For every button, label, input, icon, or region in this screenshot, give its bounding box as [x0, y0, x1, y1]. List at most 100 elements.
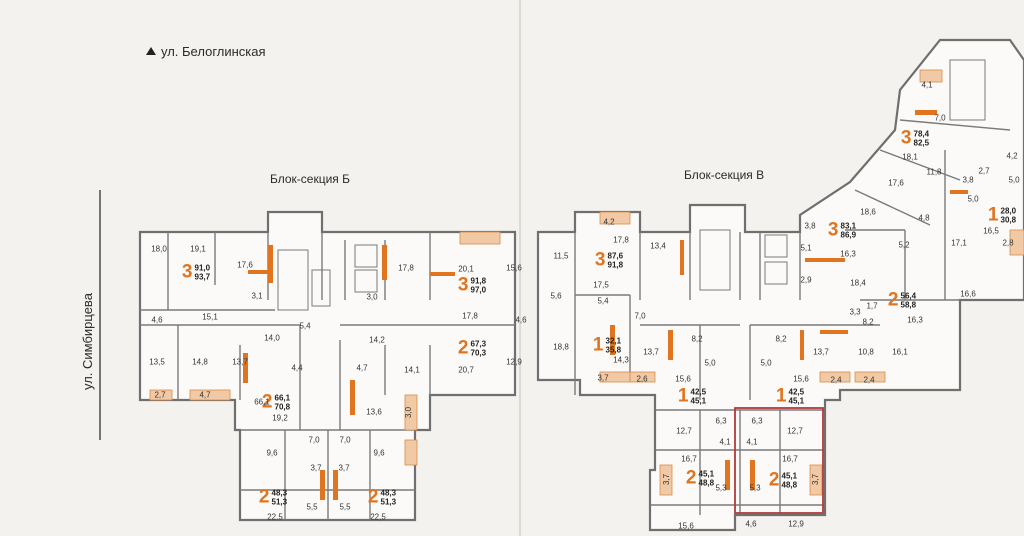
room-area: 3,8	[962, 175, 974, 185]
room-area: 4,7	[356, 363, 368, 373]
room-area: 7,0	[339, 435, 351, 445]
apartment-rooms: 3	[900, 127, 912, 149]
room-area: 5,3	[715, 483, 727, 493]
apartment-area: 91,8	[470, 276, 487, 285]
apartment-area: 45,1	[781, 471, 798, 480]
room-area: 5,5	[306, 502, 318, 512]
apartment-area-full: 70,8	[274, 402, 291, 411]
room-area: 18,6	[860, 207, 876, 217]
apartment-area-full: 30,8	[1000, 215, 1017, 224]
room-area: 3,0	[366, 292, 378, 302]
apartment-rooms: 1	[775, 385, 787, 407]
apartment-area-full: 86,9	[840, 230, 857, 239]
room-area: 5,4	[299, 321, 311, 331]
apartment-rooms: 1	[987, 204, 999, 226]
room-area: 16,1	[892, 347, 908, 357]
room-area: 6,3	[715, 416, 727, 426]
apartment-rooms: 2	[887, 289, 899, 311]
room-area: 4,6	[151, 315, 163, 325]
apartment-area-full: 48,8	[698, 478, 715, 487]
room-area: 5,3	[749, 483, 761, 493]
apartment-rooms: 1	[592, 334, 604, 356]
room-area: 13,5	[149, 357, 165, 367]
room-area: 16,7	[681, 454, 697, 464]
apartment-rooms: 3	[181, 261, 193, 283]
apartment-area: 91,0	[194, 263, 211, 272]
room-area: 16,3	[840, 249, 856, 259]
room-area: 14,0	[264, 333, 280, 343]
apartment-area: 67,3	[470, 339, 487, 348]
room-area: 14,8	[192, 357, 208, 367]
room-area: 13,7	[813, 347, 829, 357]
street-label-west: ул. Симбирцева	[80, 293, 95, 390]
apartment-rooms: 2	[367, 486, 379, 508]
room-area: 8,2	[775, 334, 787, 344]
room-area: 17,8	[613, 235, 629, 245]
room-area: 4,1	[921, 80, 933, 90]
room-area: 17,6	[237, 260, 253, 270]
room-area: 4,2	[1006, 151, 1018, 161]
room-area: 9,6	[373, 448, 385, 458]
apartment-area: 87,6	[607, 251, 624, 260]
north-arrow-icon	[146, 47, 156, 55]
room-area: 2,4	[863, 375, 875, 385]
room-area: 2,7	[978, 166, 990, 176]
room-area: 5,2	[898, 240, 910, 250]
room-area: 12,7	[787, 426, 803, 436]
room-area: 12,9	[788, 519, 804, 529]
apartment-rooms: 3	[827, 219, 839, 241]
room-area: 13,4	[650, 241, 666, 251]
apartment-area: 42,5	[788, 387, 805, 396]
room-area: 16,5	[983, 226, 999, 236]
apartment-area: 32,1	[605, 336, 622, 345]
apartment-rooms: 2	[258, 486, 270, 508]
room-area: 2,4	[830, 375, 842, 385]
apartment-area: 48,3	[380, 488, 397, 497]
room-area: 13,7	[643, 347, 659, 357]
apartment-rooms: 1	[677, 385, 689, 407]
room-area: 5,0	[967, 194, 979, 204]
room-area: 4,6	[745, 519, 757, 529]
room-area: 19,1	[190, 244, 206, 254]
stair-cores	[277, 59, 986, 311]
apartment-area-full: 58,8	[900, 300, 917, 309]
room-area: 4,7	[199, 390, 211, 400]
room-area: 8,2	[862, 317, 874, 327]
room-area: 18,8	[553, 342, 569, 352]
room-area: 4,1	[719, 437, 731, 447]
room-area: 5,0	[1008, 175, 1020, 185]
room-area: 5,0	[704, 358, 716, 368]
apartment-rooms: 3	[457, 274, 469, 296]
room-area: 66,1	[254, 397, 270, 407]
room-area: 2,9	[800, 275, 812, 285]
room-area: 17,1	[951, 238, 967, 248]
room-area: 3,7	[338, 463, 350, 473]
room-area: 15,6	[675, 374, 691, 384]
room-area: 7,0	[634, 311, 646, 321]
building-outline	[138, 38, 1024, 532]
apartment-area-full: 45,1	[788, 396, 805, 405]
room-area: 3,7	[310, 463, 322, 473]
apartment-area-full: 97,0	[470, 285, 487, 294]
room-area: 17,6	[888, 178, 904, 188]
room-area: 7,0	[308, 435, 320, 445]
room-area: 2,8	[1002, 238, 1014, 248]
balcony-area: 3,0	[404, 406, 413, 418]
